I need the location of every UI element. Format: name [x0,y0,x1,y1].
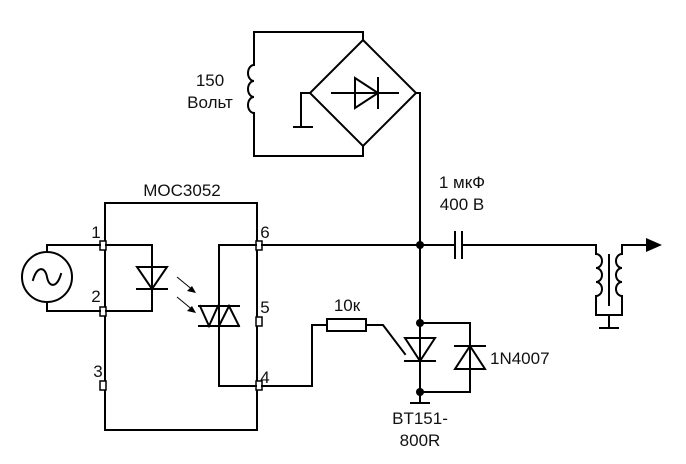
optocoupler [99,202,263,431]
optocoupler-label: MOC3052 [143,181,220,200]
main-line [261,231,597,324]
winding-voltage-label: 150 [196,71,224,90]
bridge-rectifier [293,38,421,243]
supply-winding [247,31,364,157]
pin-5-label: 5 [260,298,269,317]
resistor-label: 10к [334,296,361,315]
pin-1-label: 1 [91,223,100,242]
output-transformer [594,238,662,329]
capacitor-voltage-label: 400 В [440,195,484,214]
resistor-10k [326,318,367,332]
pin-2-label: 2 [91,287,100,306]
thyristor-suffix-label: 800R [400,431,441,450]
ac-source [21,244,101,312]
capacitor-value-label: 1 мкФ [439,173,485,192]
pin-6-label: 6 [260,223,269,242]
pin-3 [99,380,107,391]
gate-circuit [261,318,487,404]
diode-symbol [453,344,487,370]
winding-unit-label: Вольт [187,93,233,112]
pin-3-label: 3 [93,362,102,381]
diode-label: 1N4007 [490,349,550,368]
pin-5 [255,316,263,327]
pin-4-label: 4 [260,368,269,387]
thyristor-part-label: BT151- [392,409,448,428]
